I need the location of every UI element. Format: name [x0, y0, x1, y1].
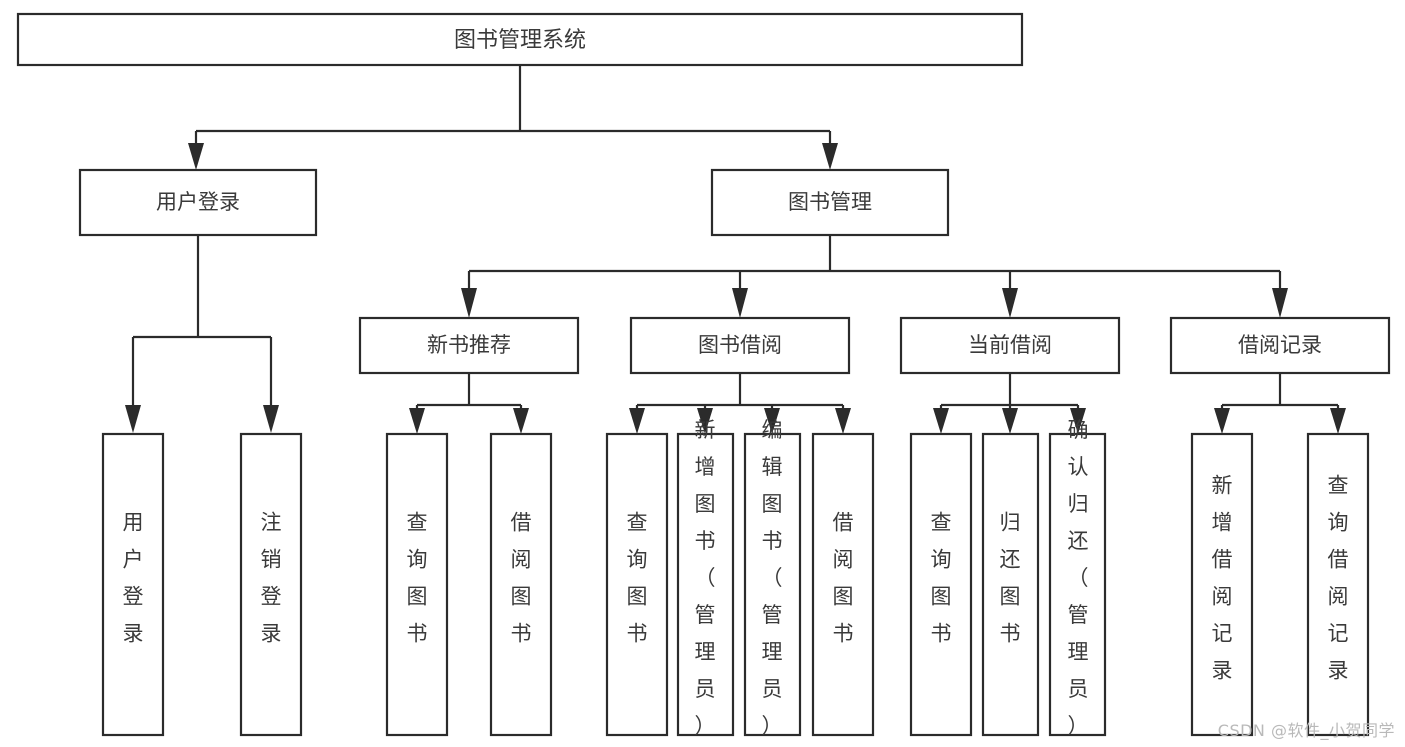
- leaf-book-borrow-2[interactable]: 编辑图书（管理员）: [743, 418, 802, 738]
- node-user-login-label: 用户登录: [156, 190, 240, 214]
- leaf-current-borrow-0[interactable]: 查询图书: [909, 432, 973, 737]
- arrow-icon-newbook-leaf-1: [409, 408, 425, 434]
- node-borrow-record[interactable]: 借阅记录: [1169, 316, 1391, 375]
- leaf-borrow-record-0-box: [1190, 432, 1254, 737]
- leaf-new-book-1-box: [489, 432, 553, 737]
- leaf-book-borrow-3[interactable]: 借阅图书: [811, 432, 875, 737]
- node-book-manage[interactable]: 图书管理: [710, 168, 950, 237]
- leaf-book-borrow-3-label: 借阅图书: [833, 511, 854, 646]
- node-root-box: [16, 12, 1024, 67]
- leaf-new-book-1[interactable]: 借阅图书: [489, 432, 553, 737]
- arrow-icon-currentborrow-leaf-2: [1002, 408, 1018, 434]
- leaf-borrow-record-0-label: 新增借阅记录: [1212, 474, 1233, 683]
- leaf-user-login-0[interactable]: 用户登录: [101, 432, 165, 737]
- arrow-icon-newbook-leaf-2: [513, 408, 529, 434]
- leaf-borrow-record-1-label: 查询借阅记录: [1328, 474, 1349, 683]
- arrow-icon-current-borrow: [1002, 288, 1018, 318]
- arrow-icon-borrow-record: [1272, 288, 1288, 318]
- node-book-manage-label: 图书管理: [788, 190, 872, 214]
- leaf-current-borrow-1[interactable]: 归还图书: [981, 432, 1040, 737]
- node-new-book-recommend-label: 新书推荐: [427, 333, 511, 357]
- leaf-book-borrow-2-box: [743, 432, 802, 737]
- leaf-user-login-1-box: [239, 432, 303, 737]
- leaf-user-login-1-label: 注销登录: [261, 511, 282, 646]
- leaf-book-borrow-1-label: 新增图书（管理员）: [695, 418, 716, 738]
- node-book-manage-box: [710, 168, 950, 237]
- leaf-current-borrow-2-box: [1048, 432, 1107, 737]
- arrow-icon-bookborrow-leaf-3: [764, 408, 780, 434]
- arrow-icon-leaf-logout: [263, 405, 279, 433]
- node-current-borrow-box: [899, 316, 1121, 375]
- leaf-current-borrow-2[interactable]: 确认归还（管理员）: [1048, 418, 1107, 738]
- leaf-borrow-record-1-box: [1306, 432, 1370, 737]
- leaf-borrow-record-0[interactable]: 新增借阅记录: [1190, 432, 1254, 737]
- arrow-icon-book-manage: [822, 143, 838, 170]
- arrow-icon-bookborrow-leaf-2: [697, 408, 713, 434]
- leaf-new-book-1-label: 借阅图书: [511, 511, 532, 646]
- node-book-borrow-label: 图书借阅: [698, 333, 782, 357]
- node-user-login[interactable]: 用户登录: [78, 168, 318, 237]
- leaf-current-borrow-0-box: [909, 432, 973, 737]
- arrow-icon-user-login: [188, 143, 204, 170]
- leaf-borrow-record-1[interactable]: 查询借阅记录: [1306, 432, 1370, 737]
- leaf-user-login-1[interactable]: 注销登录: [239, 432, 303, 737]
- leaf-new-book-0-label: 查询图书: [407, 511, 428, 646]
- arrow-icon-borrowrecord-leaf-1: [1214, 408, 1230, 434]
- leaf-user-login-0-label: 用户登录: [123, 511, 144, 646]
- arrow-icon-book-borrow: [732, 288, 748, 318]
- leaf-current-borrow-0-label: 查询图书: [931, 511, 952, 646]
- node-root-system[interactable]: 图书管理系统: [16, 12, 1024, 67]
- leaf-book-borrow-1-box: [676, 432, 735, 737]
- node-borrow-record-box: [1169, 316, 1391, 375]
- arrow-icon-leaf-user-login: [125, 405, 141, 433]
- node-current-borrow[interactable]: 当前借阅: [899, 316, 1121, 375]
- node-new-book-recommend-box: [358, 316, 580, 375]
- arrow-icon-currentborrow-leaf-3: [1070, 408, 1086, 434]
- node-borrow-record-label: 借阅记录: [1238, 333, 1322, 357]
- leaf-book-borrow-0-label: 查询图书: [627, 511, 648, 646]
- leaf-book-borrow-1[interactable]: 新增图书（管理员）: [676, 418, 735, 738]
- leaf-book-borrow-3-box: [811, 432, 875, 737]
- connector-layer: [125, 65, 1346, 434]
- node-book-borrow-box: [629, 316, 851, 375]
- node-new-book-recommend[interactable]: 新书推荐: [358, 316, 580, 375]
- node-book-borrow[interactable]: 图书借阅: [629, 316, 851, 375]
- node-user-login-box: [78, 168, 318, 237]
- leaf-book-borrow-0-box: [605, 432, 669, 737]
- node-current-borrow-label: 当前借阅: [968, 333, 1052, 357]
- arrow-icon-borrowrecord-leaf-2: [1330, 408, 1346, 434]
- arrow-icon-bookborrow-leaf-4: [835, 408, 851, 434]
- leaf-current-borrow-1-label: 归还图书: [1000, 511, 1021, 646]
- leaf-book-borrow-0[interactable]: 查询图书: [605, 432, 669, 737]
- node-root-label: 图书管理系统: [454, 28, 586, 53]
- arrow-icon-new-book: [461, 288, 477, 318]
- leaf-book-borrow-2-label: 编辑图书（管理员）: [762, 418, 783, 738]
- leaf-current-borrow-1-box: [981, 432, 1040, 737]
- leaf-user-login-0-box: [101, 432, 165, 737]
- arrow-icon-bookborrow-leaf-1: [629, 408, 645, 434]
- leaf-new-book-0[interactable]: 查询图书: [385, 432, 449, 737]
- leaf-current-borrow-2-label: 确认归还（管理员）: [1068, 418, 1089, 738]
- leaf-new-book-0-box: [385, 432, 449, 737]
- arrow-icon-currentborrow-leaf-1: [933, 408, 949, 434]
